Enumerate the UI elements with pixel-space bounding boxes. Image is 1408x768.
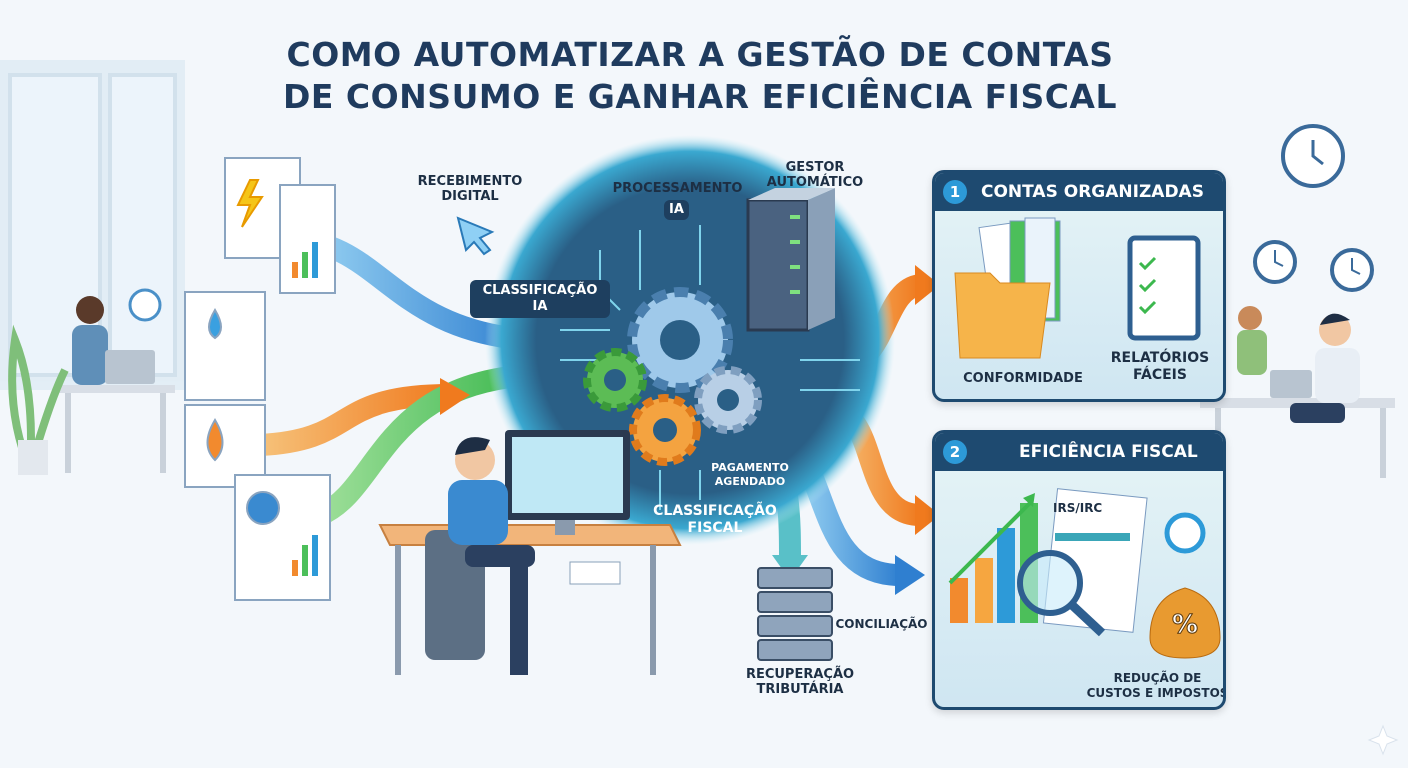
card-eficiencia-fiscal: 2 EFICIÊNCIA FISCAL % IRS/IRC REDUÇÃO DE … bbox=[932, 430, 1226, 710]
man-at-computer bbox=[378, 430, 682, 675]
card-number: 1 bbox=[943, 180, 967, 204]
office-colleagues bbox=[1200, 306, 1395, 478]
document-icons bbox=[184, 157, 336, 601]
gear-icons bbox=[583, 287, 762, 466]
label-conciliacao: CONCILIAÇÃO bbox=[835, 617, 928, 631]
globe-icon bbox=[246, 491, 280, 525]
label-pagamento-agendado: PAGAMENTO AGENDADO bbox=[711, 461, 789, 488]
card-contas-organizadas: 1 CONTAS ORGANIZADAS CONFORMIDADE RELATÓR… bbox=[932, 170, 1226, 402]
item-conformidade: CONFORMIDADE bbox=[963, 371, 1083, 386]
card-title: CONTAS ORGANIZADAS bbox=[981, 182, 1204, 202]
badge-ia: IA bbox=[664, 200, 689, 220]
server-icon bbox=[746, 188, 835, 332]
badge-classificacao-ia: CLASSIFICAÇÃO IA bbox=[470, 280, 610, 318]
woman-at-desk bbox=[8, 288, 175, 475]
label-recebimento-digital: RECEBIMENTO DIGITAL bbox=[417, 174, 523, 204]
clock-icons bbox=[1253, 124, 1374, 292]
folder-clipboard-icons bbox=[954, 217, 1201, 359]
server-stack-icon bbox=[757, 567, 833, 661]
tax-efficiency-icons: % bbox=[948, 488, 1221, 659]
document-irs-irc-label: IRS/IRC bbox=[1053, 501, 1103, 515]
sparkle-icon bbox=[1367, 724, 1399, 756]
card-number: 2 bbox=[943, 440, 967, 464]
card-title: EFICIÊNCIA FISCAL bbox=[1019, 442, 1198, 462]
label-classificacao-fiscal: CLASSIFICAÇÃO FISCAL bbox=[653, 503, 777, 536]
label-recuperacao-tributaria: RECUPERAÇÃO TRIBUTÁRIA bbox=[745, 667, 855, 697]
title-line-2: DE CONSUMO E GANHAR EFICIÊNCIA FISCAL bbox=[282, 77, 1117, 116]
flame-icon bbox=[206, 418, 224, 462]
item-relatorios-faceis: RELATÓRIOS FÁCEIS bbox=[1110, 350, 1210, 383]
item-reducao-custos-impostos: REDUÇÃO DE CUSTOS E IMPOSTOS bbox=[1086, 671, 1226, 700]
title-line-1: COMO AUTOMATIZAR A GESTÃO DE CONTAS bbox=[286, 35, 1114, 74]
office-window bbox=[0, 60, 185, 390]
svg-text:%: % bbox=[1172, 610, 1198, 640]
label-gestor-automatico: GESTOR AUTOMÁTICO bbox=[766, 160, 864, 190]
water-drop-icon bbox=[208, 308, 222, 340]
cursor-icon bbox=[456, 216, 495, 256]
label-processamento: PROCESSAMENTO bbox=[612, 181, 743, 196]
page-title: COMO AUTOMATIZAR A GESTÃO DE CONTAS DE C… bbox=[200, 34, 1200, 118]
electricity-icon bbox=[236, 179, 264, 228]
